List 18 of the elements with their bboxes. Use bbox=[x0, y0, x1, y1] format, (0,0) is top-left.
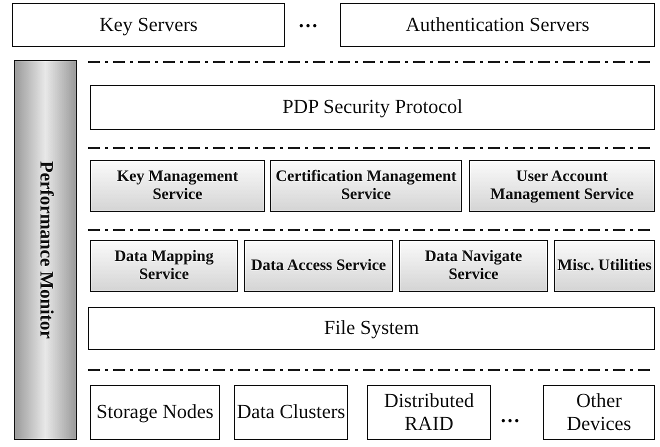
ellipsis: … bbox=[298, 10, 318, 33]
service-box: Misc. Utilities bbox=[554, 240, 655, 292]
service-box: Data Mapping Service bbox=[90, 240, 238, 292]
layer-box: Other Devices bbox=[543, 385, 655, 440]
layer-box: Key Servers bbox=[12, 3, 285, 47]
layer-box: Storage Nodes bbox=[90, 385, 220, 440]
layer-box: File System bbox=[88, 307, 655, 350]
layer-box: Data Clusters bbox=[234, 385, 348, 440]
service-box: Key Management Service bbox=[90, 160, 265, 212]
service-box: Data Navigate Service bbox=[399, 240, 548, 292]
side-bar: Performance Monitor bbox=[14, 60, 77, 440]
service-box: Data Access Service bbox=[244, 240, 393, 292]
service-box: Certification Management Service bbox=[270, 160, 462, 212]
service-box: User Account Management Service bbox=[469, 160, 655, 212]
layer-box: PDP Security Protocol bbox=[90, 85, 655, 130]
layer-box: Authentication Servers bbox=[340, 3, 655, 47]
ellipsis: … bbox=[500, 405, 520, 428]
layer-box: Distributed RAID bbox=[367, 385, 491, 440]
